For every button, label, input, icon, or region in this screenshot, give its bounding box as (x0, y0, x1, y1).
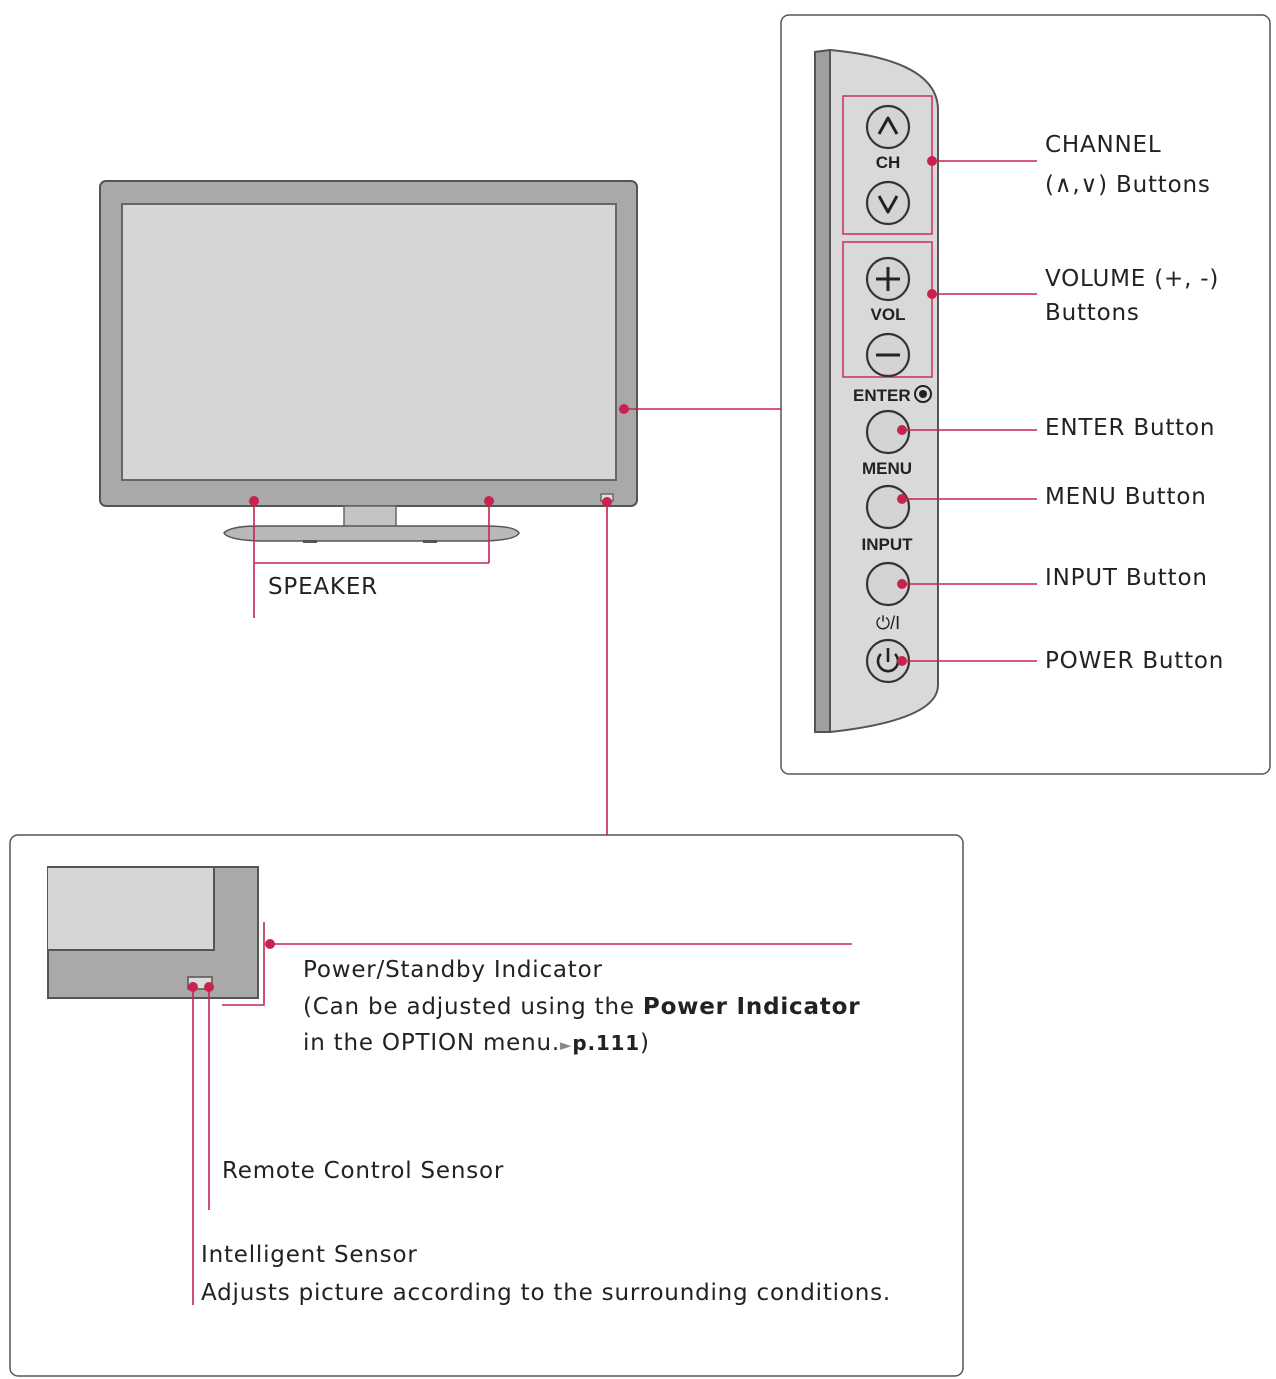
tv-callout-lines (253, 408, 781, 835)
note-text: (Can be adjusted using the (303, 994, 643, 1020)
ch-down-button[interactable] (865, 180, 911, 226)
enter-dot-icon (914, 385, 932, 403)
enter-callout-label: ENTER Button (1045, 415, 1216, 441)
power-indicator-title: Power/Standby Indicator (303, 957, 603, 983)
intelligent-sensor-title: Intelligent Sensor (201, 1242, 418, 1268)
power-label: ⏻/I (876, 613, 900, 633)
panel-callout-lines (902, 160, 1037, 662)
channel-label-line1: CHANNEL (1045, 132, 1162, 158)
page-ref[interactable]: p.111 (572, 1031, 640, 1055)
panel-callout-dots (897, 156, 937, 666)
vol-down-button[interactable] (865, 332, 911, 378)
tv-callout-dots (249, 404, 629, 507)
plus-icon (876, 267, 900, 291)
note-close: ) (640, 1030, 650, 1056)
power-indicator-note-line1: (Can be adjusted using the Power Indicat… (303, 993, 860, 1022)
power-indicator-note-line2: in the OPTION menu.►p.111) (303, 1029, 650, 1058)
enter-button[interactable] (865, 409, 911, 455)
bezel-corner-closeup (47, 866, 259, 999)
input-callout-label: INPUT Button (1045, 565, 1208, 591)
tv-front (99, 180, 638, 543)
power-callout-label: POWER Button (1045, 648, 1225, 674)
arrow-right-icon: ► (559, 1036, 573, 1054)
volume-label-line2: Buttons (1045, 300, 1140, 326)
tv-stand-base (223, 525, 520, 542)
tv-stand-neck (343, 505, 397, 529)
side-panel (814, 48, 939, 733)
note-text-2: in the OPTION menu. (303, 1030, 560, 1056)
chevron-down-icon (877, 195, 899, 214)
note-bold-text: Power Indicator (642, 994, 861, 1020)
volume-label-line1: VOLUME (+, -) (1045, 266, 1220, 292)
menu-label: MENU (862, 459, 912, 478)
tv-screen (121, 203, 617, 481)
intelligent-sensor-desc: Adjusts picture according to the surroun… (201, 1280, 891, 1306)
chevron-up-icon (877, 116, 899, 135)
menu-button[interactable] (865, 484, 911, 530)
detail-callout-lines (192, 922, 852, 1305)
vol-label: VOL (871, 305, 906, 324)
detail-callout-dots (188, 939, 275, 992)
ch-up-button[interactable] (865, 104, 911, 150)
menu-callout-label: MENU Button (1045, 484, 1207, 510)
enter-label: ENTER (853, 386, 911, 405)
vol-up-button[interactable] (865, 256, 911, 302)
speaker-label: SPEAKER (268, 574, 378, 600)
ch-label: CH (876, 153, 901, 172)
input-label: INPUT (862, 535, 914, 554)
channel-label-line2: (∧,∨) Buttons (1045, 172, 1211, 198)
remote-sensor-label: Remote Control Sensor (222, 1158, 505, 1184)
